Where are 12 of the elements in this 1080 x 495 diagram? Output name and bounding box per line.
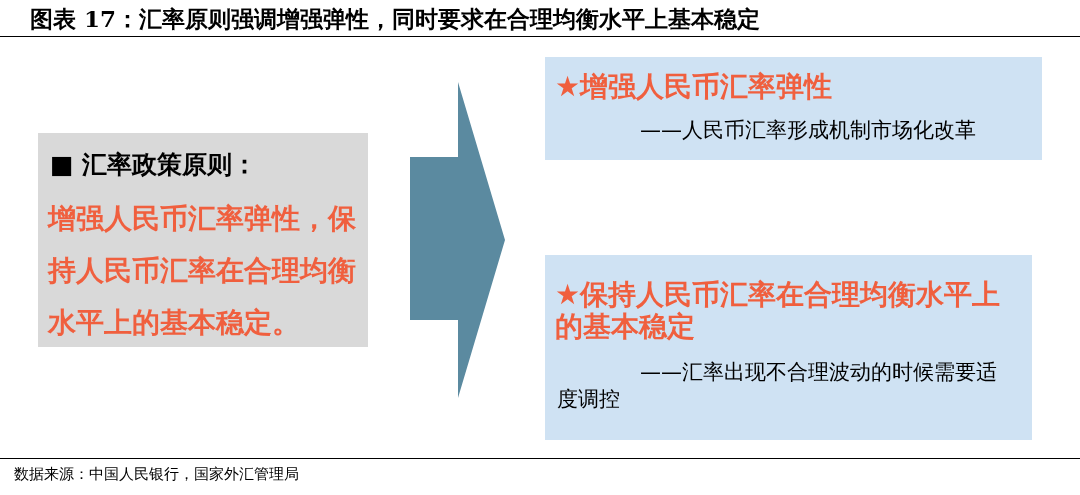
box-heading: ■ 汇率政策原则： xyxy=(50,149,258,181)
text-box xyxy=(38,133,368,347)
goal-note: ——人民币汇率形成机制市场化改革 xyxy=(640,117,977,144)
block-arrow xyxy=(410,82,505,398)
text-box xyxy=(545,57,1042,160)
goal-note: ——汇率出现不合理波动的时候需要适度调控 xyxy=(557,359,998,413)
goal-heading: ★增强人民币汇率弹性 xyxy=(555,69,834,105)
text-box xyxy=(545,255,1032,440)
principle-text: 增强人民币汇率弹性，保持人民币汇率在合理均衡水平上的基本稳定。 xyxy=(48,201,357,341)
figure-title: 图表 17：汇率原则强调增强弹性，同时要求在合理均衡水平上基本稳定 xyxy=(30,4,760,34)
source-note: 数据来源：中国人民银行，国家外汇管理局 xyxy=(14,465,299,484)
goal-heading: ★保持人民币汇率在合理均衡水平上的基本稳定 xyxy=(555,279,1002,343)
